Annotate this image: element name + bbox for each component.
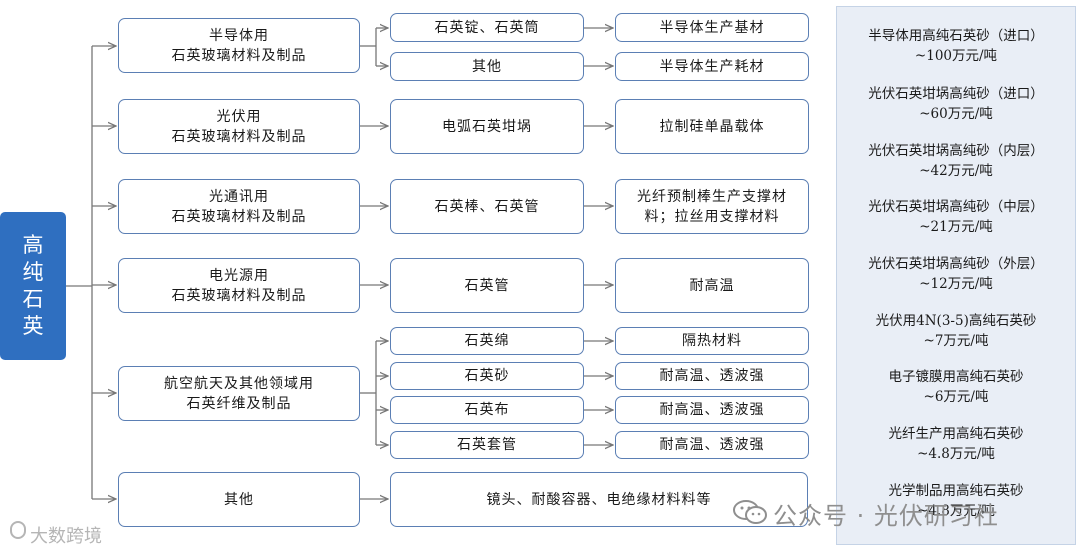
use-semiconductor-consumable: 半导体生产耗材 (615, 52, 809, 81)
use-high-temp-wave-transparent: 耐高温、透波强 (615, 362, 809, 390)
use-silicon-crystal-carrier: 拉制硅单晶载体 (615, 99, 809, 154)
category-line2: 石英纤维及制品 (186, 395, 292, 412)
category-line1: 电光源用 (209, 267, 269, 284)
category-line1: 光伏用 (216, 108, 262, 125)
category-other: 其他 (118, 472, 360, 527)
product-quartz-cloth: 石英布 (390, 396, 584, 424)
category-line1: 航空航天及其他领域用 (164, 375, 314, 392)
watermark-logo-icon (10, 521, 26, 539)
watermark-bottom-right: 公众号 · 光伏研习社 (773, 502, 999, 530)
use-fiber-preform-support: 光纤预制棒生产支撑材 料；拉丝用支撑材料 (615, 179, 809, 234)
category-line1: 半导体用 (209, 27, 269, 44)
product-quartz-rod-tube: 石英棒、石英管 (390, 179, 584, 234)
product-quartz-sand: 石英砂 (390, 362, 584, 390)
use-thermal-insulation: 隔热材料 (615, 327, 809, 355)
category-line2: 石英玻璃材料及制品 (171, 287, 307, 304)
category-photovoltaic: 光伏用 石英玻璃材料及制品 (118, 99, 360, 154)
category-line2: 石英玻璃材料及制品 (171, 128, 307, 145)
root-char: 高 (22, 233, 44, 257)
category-line2: 石英玻璃材料及制品 (171, 208, 307, 225)
category-aerospace: 航空航天及其他领域用 石英纤维及制品 (118, 366, 360, 421)
use-high-temp-wave-transparent: 耐高温、透波强 (615, 396, 809, 424)
use-high-temp-wave-transparent: 耐高温、透波强 (615, 431, 809, 459)
product-quartz-ingot-cylinder: 石英锭、石英筒 (390, 13, 584, 42)
price-item: 光伏石英坩埚高纯砂（中层）~21万元/吨 (868, 199, 1044, 235)
root-char: 英 (22, 314, 44, 338)
category-line1: 光通讯用 (209, 188, 269, 205)
price-item: 光伏用4N(3-5)高纯石英砂~7万元/吨 (875, 313, 1037, 349)
price-item: 光学制品用高纯石英砂~4.8万元/吨 (888, 483, 1024, 519)
root-char: 石 (22, 287, 44, 311)
category-optical-communication: 光通讯用 石英玻璃材料及制品 (118, 179, 360, 234)
root-node-high-purity-quartz: 高 纯 石 英 (0, 212, 66, 360)
price-item: 光伏石英坩埚高纯砂（外层）~12万元/吨 (868, 256, 1044, 292)
product-arc-quartz-crucible: 电弧石英坩埚 (390, 99, 584, 154)
use-semiconductor-substrate: 半导体生产基材 (615, 13, 809, 42)
price-item: 光伏石英坩埚高纯砂（内层）~42万元/吨 (868, 143, 1044, 179)
product-quartz-tube: 石英管 (390, 258, 584, 313)
wechat-icon (733, 500, 767, 524)
category-semiconductor: 半导体用 石英玻璃材料及制品 (118, 18, 360, 73)
category-electric-light-source: 电光源用 石英玻璃材料及制品 (118, 258, 360, 313)
category-line2: 石英玻璃材料及制品 (171, 47, 307, 64)
product-quartz-wool: 石英绵 (390, 327, 584, 355)
price-item: 半导体用高纯石英砂（进口）~100万元/吨 (868, 28, 1044, 64)
product-quartz-sleeve: 石英套管 (390, 431, 584, 459)
watermark-bottom-left: 大数跨境 (30, 526, 102, 547)
use-high-temp-resistant: 耐高温 (615, 258, 809, 313)
product-other: 其他 (390, 52, 584, 81)
price-item: 电子镀膜用高纯石英砂~6万元/吨 (888, 369, 1024, 405)
price-item: 光伏石英坩埚高纯砂（进口）~60万元/吨 (868, 86, 1044, 122)
price-panel (836, 6, 1076, 545)
price-item: 光纤生产用高纯石英砂~4.8万元/吨 (888, 426, 1024, 462)
root-char: 纯 (22, 260, 44, 284)
category-line1: 其他 (224, 491, 254, 508)
